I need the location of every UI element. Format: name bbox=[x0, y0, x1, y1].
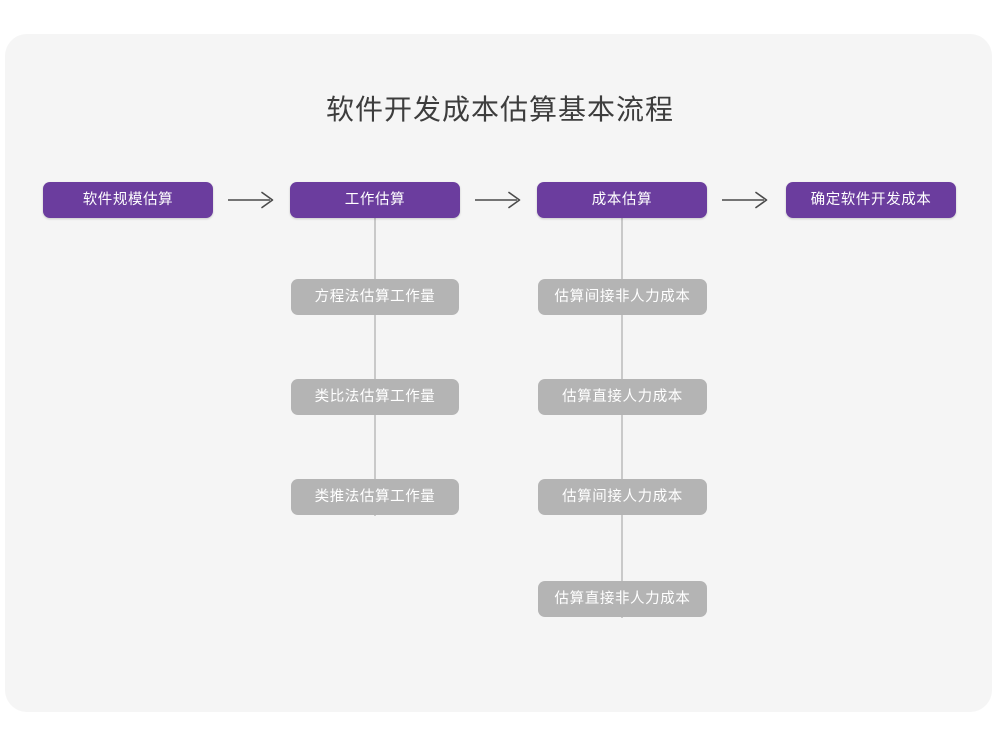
arrow-right-icon-2 bbox=[473, 188, 525, 212]
branch-item-direct-nonlabor-cost[interactable]: 估算直接非人力成本 bbox=[538, 581, 707, 617]
arrow-right-icon-1 bbox=[226, 188, 278, 212]
connector-line-work bbox=[374, 218, 376, 516]
diagram-title: 软件开发成本估算基本流程 bbox=[325, 94, 674, 125]
branch-item-indirect-nonlabor-cost[interactable]: 估算间接非人力成本 bbox=[538, 279, 707, 315]
flow-step-software-size-estimation[interactable]: 软件规模估算 bbox=[43, 182, 213, 218]
flow-step-determine-development-cost[interactable]: 确定软件开发成本 bbox=[786, 182, 956, 218]
branch-item-equation-method-workload[interactable]: 方程法估算工作量 bbox=[291, 279, 459, 315]
branch-item-indirect-labor-cost[interactable]: 估算间接人力成本 bbox=[538, 479, 707, 515]
flow-step-work-estimation[interactable]: 工作估算 bbox=[290, 182, 460, 218]
branch-item-analogy-method-workload[interactable]: 类比法估算工作量 bbox=[291, 379, 459, 415]
connector-line-cost bbox=[621, 218, 623, 618]
branch-item-inference-method-workload[interactable]: 类推法估算工作量 bbox=[291, 479, 459, 515]
diagram-card bbox=[5, 34, 992, 712]
branch-item-direct-labor-cost[interactable]: 估算直接人力成本 bbox=[538, 379, 707, 415]
arrow-right-icon-3 bbox=[720, 188, 772, 212]
flow-step-cost-estimation[interactable]: 成本估算 bbox=[537, 182, 707, 218]
